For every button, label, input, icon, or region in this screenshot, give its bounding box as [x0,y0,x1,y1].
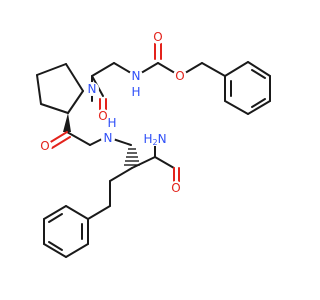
chemical-structure: O O N H O N O N H H2N O [36,30,271,258]
benzyl-ring [224,61,271,115]
atom-amide-h: H [107,116,116,130]
atom-amide-nh: N [104,131,113,145]
phenylalanine-ring [43,180,111,258]
atom-glycyl-carbonyl-o: O [98,109,107,123]
atom-ester-o: O [175,69,184,83]
atom-proline-n: N [88,82,97,96]
atom-labels: O O N H O N O N H H2N O [40,30,184,195]
prolyl-amide [48,131,132,149]
atom-label-backgrounds [38,30,187,195]
phenylalanine-core [109,145,180,185]
atom-carbamate-nh: N [132,69,141,83]
atom-proline-carbonyl-o: O [40,139,49,153]
atom-carbamate-carbonyl-o: O [153,30,162,44]
atom-carbamate-h: H [131,85,140,99]
proline-ring [36,63,84,132]
atom-primary-amide-n: H2N [143,132,166,147]
atom-primary-amide-o: O [171,181,180,195]
